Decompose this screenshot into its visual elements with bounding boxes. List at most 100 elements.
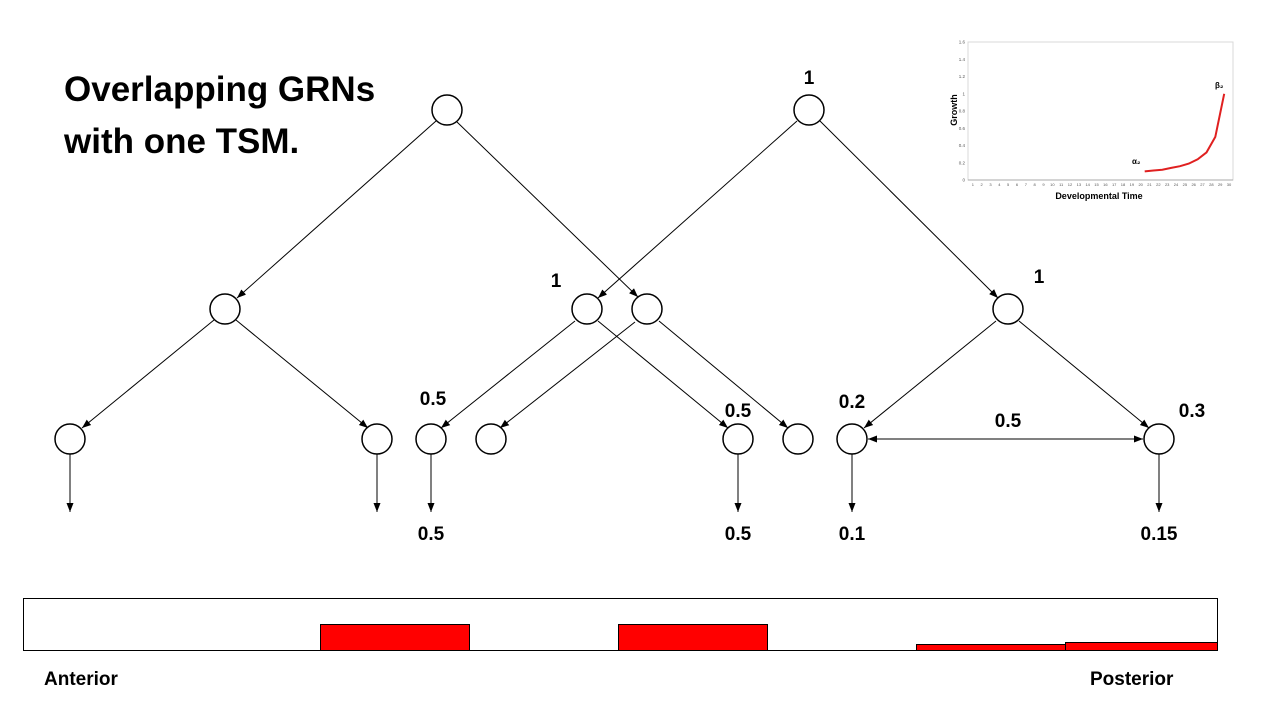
- x-tick-label: 10: [1050, 182, 1055, 187]
- y-tick-label: 0: [962, 178, 965, 183]
- x-tick-label: 24: [1174, 182, 1179, 187]
- x-tick-label: 23: [1165, 182, 1170, 187]
- x-tick-label: 19: [1130, 182, 1135, 187]
- label-leaf-c1: 0.2: [839, 392, 865, 413]
- x-tick-label: 4: [998, 182, 1001, 187]
- network-b-edges: [427, 120, 1163, 512]
- x-tick-label: 20: [1138, 182, 1143, 187]
- x-tick-label: 22: [1156, 182, 1161, 187]
- ap-expression-bar: Anterior Posterior: [23, 598, 1218, 690]
- y-tick-label: 1.6: [959, 40, 966, 45]
- y-tick-label: 0.8: [959, 109, 966, 114]
- node-leaf-b1: [415, 423, 447, 455]
- x-tick-label: 17: [1112, 182, 1117, 187]
- x-tick-label: 21: [1147, 182, 1152, 187]
- x-tick-label: 8: [1034, 182, 1037, 187]
- x-tick-label: 6: [1016, 182, 1019, 187]
- y-tick-label: 0.2: [959, 160, 966, 165]
- x-tick-label: 5: [1007, 182, 1010, 187]
- title-line-2: with one TSM.: [64, 122, 300, 161]
- node-leaf-a2: [361, 423, 393, 455]
- label-mid-b3: 1: [1034, 267, 1045, 288]
- anterior-label: Anterior: [44, 669, 119, 690]
- output-c1: 0.1: [839, 524, 866, 545]
- slide-title: Overlapping GRNs with one TSM.: [64, 64, 375, 168]
- edge-midB3-leafC2: [1018, 320, 1150, 429]
- x-tick-label: 30: [1227, 182, 1232, 187]
- node-root-a: [431, 94, 463, 126]
- y-tick-label: 1: [962, 91, 965, 96]
- x-tick-label: 27: [1200, 182, 1205, 187]
- alpha-label: α₂: [1132, 157, 1141, 166]
- title-line-1: Overlapping GRNs: [64, 70, 376, 109]
- x-tick-label: 3: [989, 182, 992, 187]
- label-leaf-c2: 0.3: [1179, 401, 1205, 422]
- x-axis-title: Developmental Time: [1055, 191, 1142, 201]
- node-leaf-a1: [54, 423, 86, 455]
- edge-rootB-midB3: [819, 120, 999, 299]
- node-mid-a2: [631, 293, 663, 325]
- edge-midA1-leafA1: [81, 319, 215, 429]
- edge-midA1-leafA2: [235, 319, 369, 429]
- edge-midB1-leafB4: [597, 320, 729, 429]
- edge-midB3-leafC1: [863, 320, 997, 429]
- x-tick-label: 1: [972, 182, 975, 187]
- node-leaf-a3: [475, 423, 507, 455]
- node-mid-a1: [209, 293, 241, 325]
- x-tick-label: 2: [981, 182, 984, 187]
- node-leaf-c1: [836, 423, 868, 455]
- y-tick-label: 0.6: [959, 126, 966, 131]
- output-c2: 0.15: [1141, 524, 1178, 545]
- label-root-b: 1: [804, 68, 815, 89]
- x-tick-label: 14: [1085, 182, 1090, 187]
- label-leaf-b4: 0.5: [725, 401, 752, 422]
- x-tick-label: 26: [1191, 182, 1196, 187]
- x-tick-label: 9: [1042, 182, 1045, 187]
- output-values: 0.5 0.5 0.1 0.15: [418, 524, 1178, 545]
- node-labels: 1 1 1 0.5 0.5 0.2 0.3 0.5: [420, 68, 1205, 432]
- node-mid-b1: [571, 293, 603, 325]
- output-b1: 0.5: [418, 524, 445, 545]
- growth-curve: [1144, 93, 1226, 173]
- output-b4: 0.5: [725, 524, 752, 545]
- node-root-b: [793, 94, 825, 126]
- y-tick-label: 1.2: [959, 74, 966, 79]
- node-leaf-a4: [782, 423, 814, 455]
- edge-rootB-midB1: [597, 120, 798, 299]
- x-tick-label: 28: [1209, 182, 1214, 187]
- network-a-edges: [66, 120, 789, 512]
- chart-plot-frame: [967, 41, 1234, 181]
- x-tick-label: 12: [1068, 182, 1073, 187]
- edge-rootA-midA2: [456, 121, 639, 298]
- expression-block-2: [618, 624, 768, 651]
- x-tick-label: 7: [1025, 182, 1028, 187]
- x-tick-label: 11: [1059, 182, 1064, 187]
- y-tick-label: 1.4: [959, 57, 966, 62]
- edge-midB1-leafB1: [440, 320, 576, 429]
- y-tick-label: 0.4: [959, 143, 966, 148]
- y-axis-title: Growth: [949, 94, 959, 126]
- beta-label: β₂: [1215, 81, 1224, 90]
- node-leaf-b4: [722, 423, 754, 455]
- x-tick-label: 18: [1121, 182, 1126, 187]
- y-tick-labels: 0 0.2 0.4 0.6 0.8 1 1.2 1.4 1.6: [959, 40, 966, 183]
- node-leaf-c2: [1143, 423, 1175, 455]
- x-tick-label: 16: [1103, 182, 1108, 187]
- edge-midA2-leafA3: [499, 321, 636, 429]
- posterior-label: Posterior: [1090, 669, 1174, 690]
- x-tick-label: 13: [1077, 182, 1082, 187]
- edge-midA2-leafA4: [658, 320, 789, 429]
- expression-block-4: [1065, 642, 1218, 651]
- x-tick-label: 25: [1183, 182, 1188, 187]
- node-mid-b3: [992, 293, 1024, 325]
- edge-rootA-midA1: [236, 120, 437, 299]
- expression-block-3: [916, 644, 1066, 651]
- nodes: [54, 94, 1175, 455]
- label-mid-b1: 1: [551, 271, 562, 292]
- expression-block-1: [320, 624, 470, 651]
- x-tick-label: 29: [1218, 182, 1223, 187]
- x-tick-label: 15: [1094, 182, 1099, 187]
